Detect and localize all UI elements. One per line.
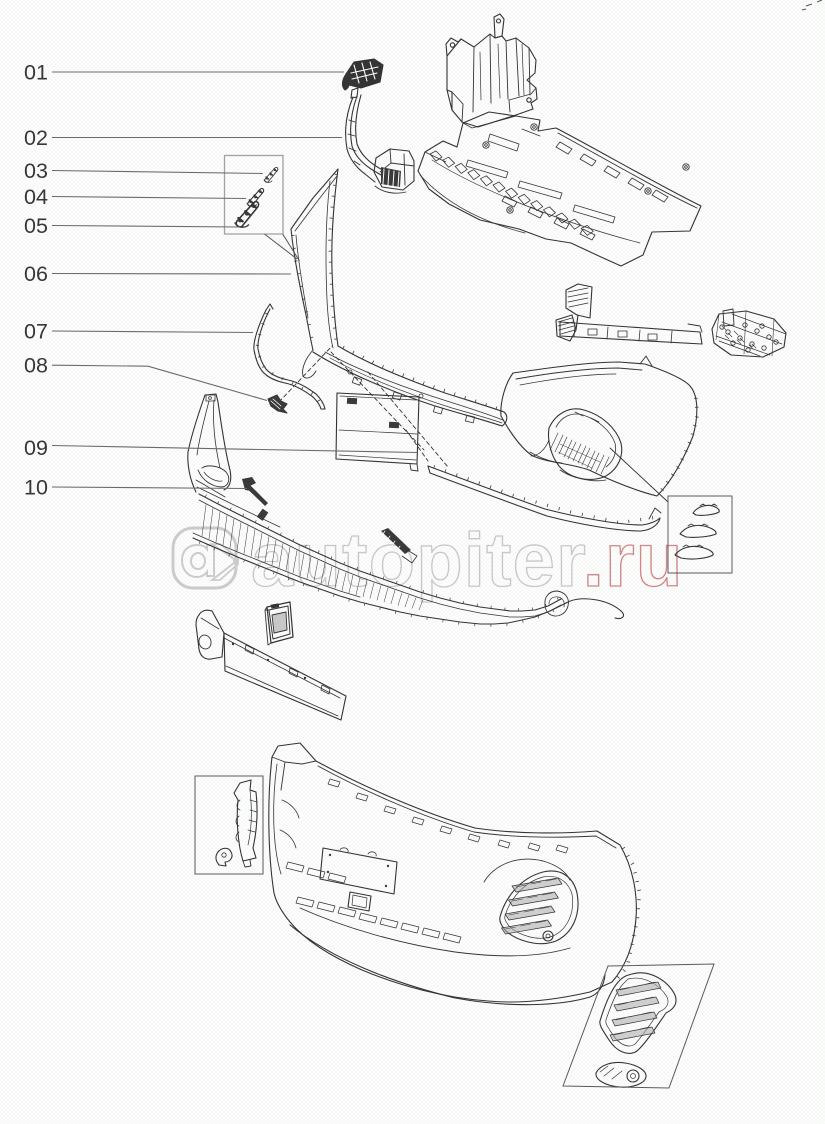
svg-text:02: 02: [24, 126, 48, 150]
svg-text:09: 09: [24, 436, 48, 460]
svg-text:07: 07: [24, 320, 48, 344]
svg-text:05: 05: [24, 214, 48, 238]
svg-text:autopiter.ru: autopiter.ru: [251, 518, 683, 603]
svg-text:06: 06: [24, 262, 48, 286]
svg-text:10: 10: [24, 476, 48, 500]
svg-text:08: 08: [24, 354, 48, 378]
svg-text:01: 01: [24, 61, 48, 85]
svg-text:03: 03: [24, 159, 48, 183]
svg-text:04: 04: [24, 185, 48, 209]
